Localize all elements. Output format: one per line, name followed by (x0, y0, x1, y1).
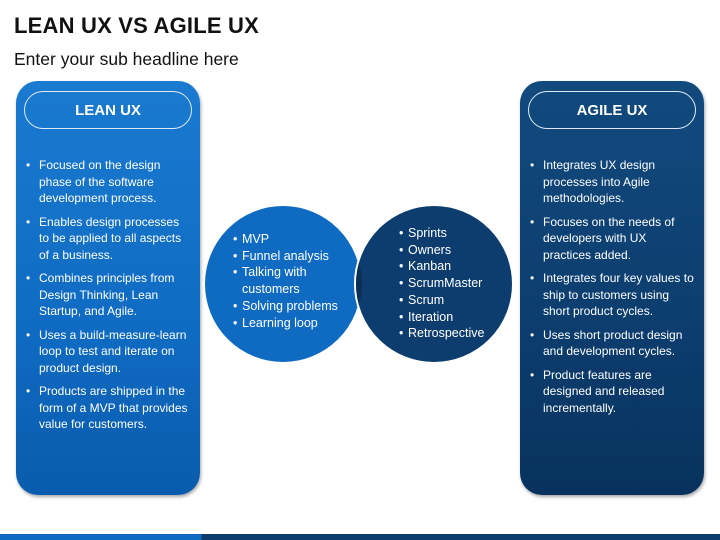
lean-circle-item: Solving problems (233, 298, 343, 315)
lean-circle-item: Funnel analysis (233, 248, 343, 265)
agile-ux-list: Integrates UX design processes into Agil… (520, 157, 704, 423)
footer-bar (0, 534, 720, 540)
agile-circle-item: Scrum (399, 292, 503, 309)
agile-circle-item: ScrumMaster (399, 275, 503, 292)
lean-circle-list: MVP Funnel analysis Talking with custome… (233, 231, 343, 331)
agile-circle-item: Sprints (399, 225, 503, 242)
agile-circle-item: Kanban (399, 258, 503, 275)
agile-ux-item: Product features are designed and releas… (520, 367, 696, 417)
agile-ux-item: Uses short product design and developmen… (520, 327, 696, 360)
lean-ux-list: Focused on the design phase of the softw… (16, 157, 200, 440)
lean-ux-item: Combines principles from Design Thinking… (16, 270, 192, 320)
agile-circle-item: Owners (399, 242, 503, 259)
agile-ux-panel: AGILE UX Integrates UX design processes … (520, 81, 704, 495)
agile-ux-item: Integrates four key values to ship to cu… (520, 270, 696, 320)
agile-ux-heading: AGILE UX (528, 91, 696, 129)
lean-ux-item: Products are shipped in the form of a MV… (16, 383, 192, 433)
lean-circle-item: MVP (233, 231, 343, 248)
page-subtitle: Enter your sub headline here (14, 49, 239, 69)
lean-ux-heading: LEAN UX (24, 91, 192, 129)
agile-circle-item: Iteration (399, 309, 503, 326)
page-title: LEAN UX VS AGILE UX (14, 13, 260, 38)
agile-circle-item: Retrospective (399, 325, 503, 342)
lean-ux-panel: LEAN UX Focused on the design phase of t… (16, 81, 200, 495)
lean-circle-item: Talking with customers (233, 264, 343, 297)
lean-ux-item: Enables design processes to be applied t… (16, 214, 192, 264)
agile-ux-item: Focuses on the needs of developers with … (520, 214, 696, 264)
agile-ux-item: Integrates UX design processes into Agil… (520, 157, 696, 207)
lean-ux-item: Uses a build-measure-learn loop to test … (16, 327, 192, 377)
lean-ux-item: Focused on the design phase of the softw… (16, 157, 192, 207)
lean-circle-item: Learning loop (233, 315, 343, 332)
agile-circle-list: Sprints Owners Kanban ScrumMaster Scrum … (399, 225, 503, 342)
